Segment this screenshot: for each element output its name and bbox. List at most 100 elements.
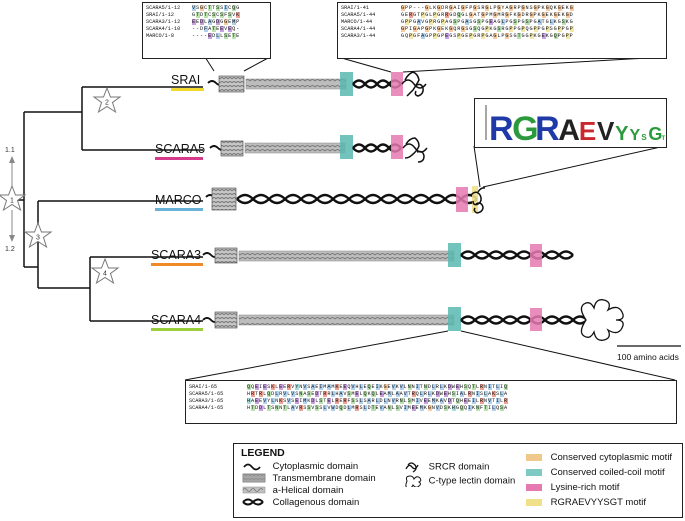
legend-item-cytoplasmic-motif: Conserved cytoplasmic motif: [526, 452, 672, 463]
logo-letter: Y: [629, 127, 640, 144]
lysine-rich-motif: [530, 308, 542, 331]
alignment-sequence: EEDLAGDGGEMP: [192, 19, 241, 25]
coiled-coil-motif: [340, 72, 353, 96]
logo-letter: V: [597, 116, 615, 146]
axis-down-label: 1.2: [5, 246, 15, 253]
helical-domain: [238, 314, 455, 326]
protein-marco: [205, 186, 486, 214]
logo-letter: R: [535, 110, 560, 147]
alignment-row-name: SRAI/1-12: [146, 12, 175, 18]
alignment-row: MARCO/1-8----EDLLSETE: [146, 33, 267, 40]
alignment-sequence: HTDDLTSNNTLAVRSSVSSLVWDQDLMRSLDTEVANLSVI…: [247, 405, 509, 411]
protein-label-scara4: SCARA4: [151, 313, 203, 331]
cytoplasmic-motif-swatch: [526, 453, 542, 461]
axis-up-label: 1.1: [5, 147, 15, 154]
alignment-sequence: GQPGFAGPPGPEGSPGEPGRPGAGLPGSGTGGPKGEKGQP…: [401, 33, 574, 39]
alignment-row-name: SCARA5/1-65: [189, 391, 224, 397]
svg-text:SCARA3: SCARA3: [151, 248, 201, 262]
legend-item-helical: a-Helical domain: [242, 485, 343, 496]
transmembrane-domain: [214, 311, 238, 329]
lysine-rich-motif: [456, 187, 468, 212]
alignment-row-name: SRAI/1-41: [341, 5, 370, 11]
alignment-row: SRAI/1-65 QQEIESKLEERVYNVSAEIMAMKEEQVHLEQ…: [189, 384, 673, 391]
helical-domain: [238, 250, 455, 262]
alignment-sequence: VSGCTTSSICQG: [192, 5, 241, 11]
legend-item-lysine-rich-motif: Lysine-rich motif: [526, 482, 619, 493]
logo-letter: A: [558, 114, 580, 147]
alignment-sequence: QQEIESKLEERVYNVSAEIMAMKEEQVHLEQEIKGEVKVL…: [247, 384, 509, 390]
helical-domain: [244, 142, 346, 154]
protein-scara3: [202, 243, 574, 267]
alignment-sequence: GPPGAVGPRGPAGSPGASGSPGEAGLPGSPGSPGATGLKG…: [401, 19, 574, 25]
helix-icon: [242, 487, 266, 494]
callout-lines: [184, 56, 676, 381]
svg-text:4: 4: [103, 271, 107, 278]
alignment-sequence: ----EDLLSETE: [192, 33, 241, 39]
logo-letter: T: [662, 136, 666, 142]
alignment-row-name: SCARA4/1-65: [189, 405, 224, 411]
protein-label-marco: MARCO: [155, 193, 203, 211]
node-star-3: 3: [23, 221, 53, 249]
legend-title: LEGEND: [241, 447, 285, 459]
alignment-row: SCARA4/1-65 HTDDLTSNNTLAVRSSVSSLVWDQDLMRS…: [189, 405, 673, 412]
srcr-icon: [405, 462, 419, 473]
alignment-row-name: MARCO/1-44: [341, 19, 373, 25]
collagen-icon: [242, 498, 264, 506]
cytoplasmic-icon: [243, 464, 261, 471]
alignment-sequence: --DFATEEVEQ-: [192, 26, 241, 32]
c-type-lectin-domain: [580, 299, 624, 341]
coiled-coil-motif: [448, 243, 461, 267]
scale-bar-label: 100 amino acids: [617, 352, 679, 362]
legend-item-lectin: C-type lectin domain: [404, 475, 515, 487]
srcr-domain: [402, 137, 428, 163]
logo-letter: G: [512, 110, 538, 147]
alignment-row: SCARA4/1-10 --DFATEEVEQ-: [146, 26, 267, 33]
protein-label-scara3: SCARA3: [151, 248, 203, 266]
alignment-sequence: GERGTPGLPGRRGDQGLGATGPMGMRGFKGDRGPKGEKGE…: [401, 12, 574, 18]
logo-letter: Y: [615, 123, 629, 145]
legend-item-rgraevyysgt-motif: RGRAEVYYSGT motif: [526, 497, 646, 508]
protein-label-scara5: SCARA5: [155, 142, 205, 160]
svg-text:1: 1: [10, 198, 14, 205]
svg-text:MARCO: MARCO: [155, 193, 202, 207]
coiled-coil-motif-alignment: SRAI/1-65 QQEIESKLEERVYNVSAEIMAMKEEQVHLEQ…: [185, 380, 677, 424]
srcr-domain: [469, 187, 486, 214]
helical-domain: [245, 78, 347, 90]
transmembrane-icon: [242, 474, 266, 483]
svg-text:2: 2: [105, 100, 109, 107]
rgraevyysgt-motif: [472, 186, 478, 213]
alignment-row-name: SRAI/1-65: [189, 384, 218, 390]
lectin-icon: [405, 475, 422, 487]
coiled-coil-motif: [340, 135, 353, 159]
alignment-row-name: SCARA3/1-44: [341, 33, 376, 39]
protein-label-srai: SRAI: [171, 73, 204, 91]
logo-letter: G: [648, 124, 662, 144]
alignment-row-name: SCARA4/1-10: [146, 26, 181, 32]
rgraevyysgt-motif-swatch: [526, 498, 542, 506]
legend-item-cytoplasmic: Cytoplasmic domain: [242, 461, 358, 472]
lysine-rich-motif: [530, 244, 542, 267]
transmembrane-domain: [211, 187, 237, 211]
svg-text:3: 3: [36, 235, 40, 242]
alignment-sequence: HAEEVYLNKSVSEIMKDLSTELRERFSSLSARLDLNVRNL…: [247, 398, 509, 404]
lysine-rich-motif: [391, 135, 403, 159]
alignment-row-name: SCARA5/1-44: [341, 12, 376, 18]
svg-text:SCARA5: SCARA5: [155, 142, 205, 156]
alignment-row: SCARA3/1-44 GQPGFAGPPGPEGSPGEPGRPGAGLPGSG…: [341, 33, 663, 40]
collagenous-domain: [236, 193, 478, 205]
collagenous-domain: [460, 315, 588, 325]
alignment-row-name: SCARA5/1-12: [146, 5, 181, 11]
logo-letter: S: [641, 133, 647, 142]
transmembrane-domain: [218, 75, 245, 93]
svg-text:SCARA4: SCARA4: [151, 313, 201, 327]
alignment-row-name: SCARA4/1-44: [341, 26, 376, 32]
alignment-row-name: SCARA3/1-65: [189, 398, 224, 404]
alignment-row: SCARA3/1-65 HAEEVYLNKSVSEIMKDLSTELRERFSSL…: [189, 398, 673, 405]
legend-item-srcr: SRCR domain: [404, 461, 489, 473]
node-star-1: 1: [0, 184, 27, 212]
